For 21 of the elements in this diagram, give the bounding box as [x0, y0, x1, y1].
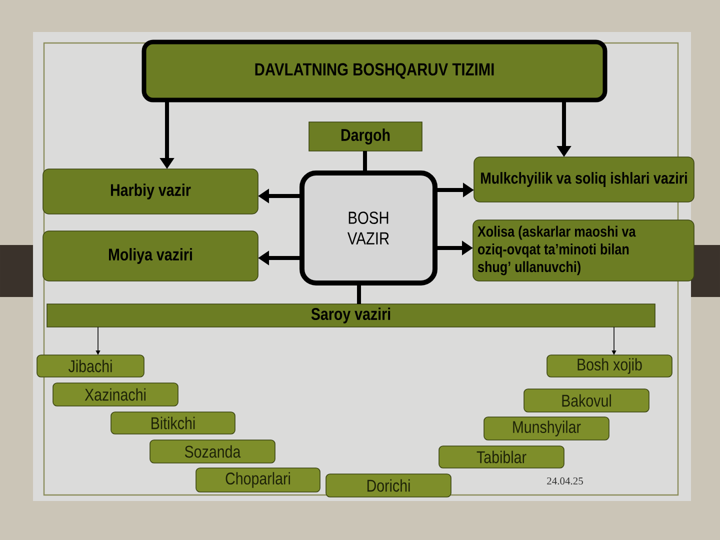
- title-box: DAVLATNING BOSHQARUV TIZIMI: [142, 40, 608, 102]
- process-box: Sozanda: [150, 440, 276, 464]
- process-box: Dorichi: [326, 474, 452, 498]
- process-box: Mulkchyilik va soliq ishlari vaziri: [474, 156, 694, 202]
- process-box: Saroy vaziri: [46, 304, 656, 328]
- process-box: Choparlari: [196, 468, 320, 492]
- process-box: Harbiy vazir: [42, 168, 258, 214]
- process-box: Dargoh: [308, 122, 422, 152]
- process-box: Bosh xojib: [546, 354, 672, 378]
- process-box: Jibachi: [36, 354, 144, 378]
- process-box: Tabiblar: [438, 446, 564, 468]
- process-box: Bakovul: [524, 388, 650, 412]
- connector-line: [357, 283, 361, 304]
- process-box: Xazinachi: [52, 382, 178, 406]
- process-box: Bitikchi: [110, 412, 236, 434]
- process-box: Munshyilar: [484, 416, 610, 440]
- date-text: 24.04.25: [547, 477, 583, 485]
- connector-line: [363, 151, 367, 173]
- central-box: BOSH VAZIR: [300, 170, 438, 286]
- process-box: Xolisa (askarlar maoshi va oziq-ovqat ta’minoti bilan shug’ ullanuvchi): [472, 220, 694, 282]
- process-box: Moliya vaziri: [42, 230, 258, 282]
